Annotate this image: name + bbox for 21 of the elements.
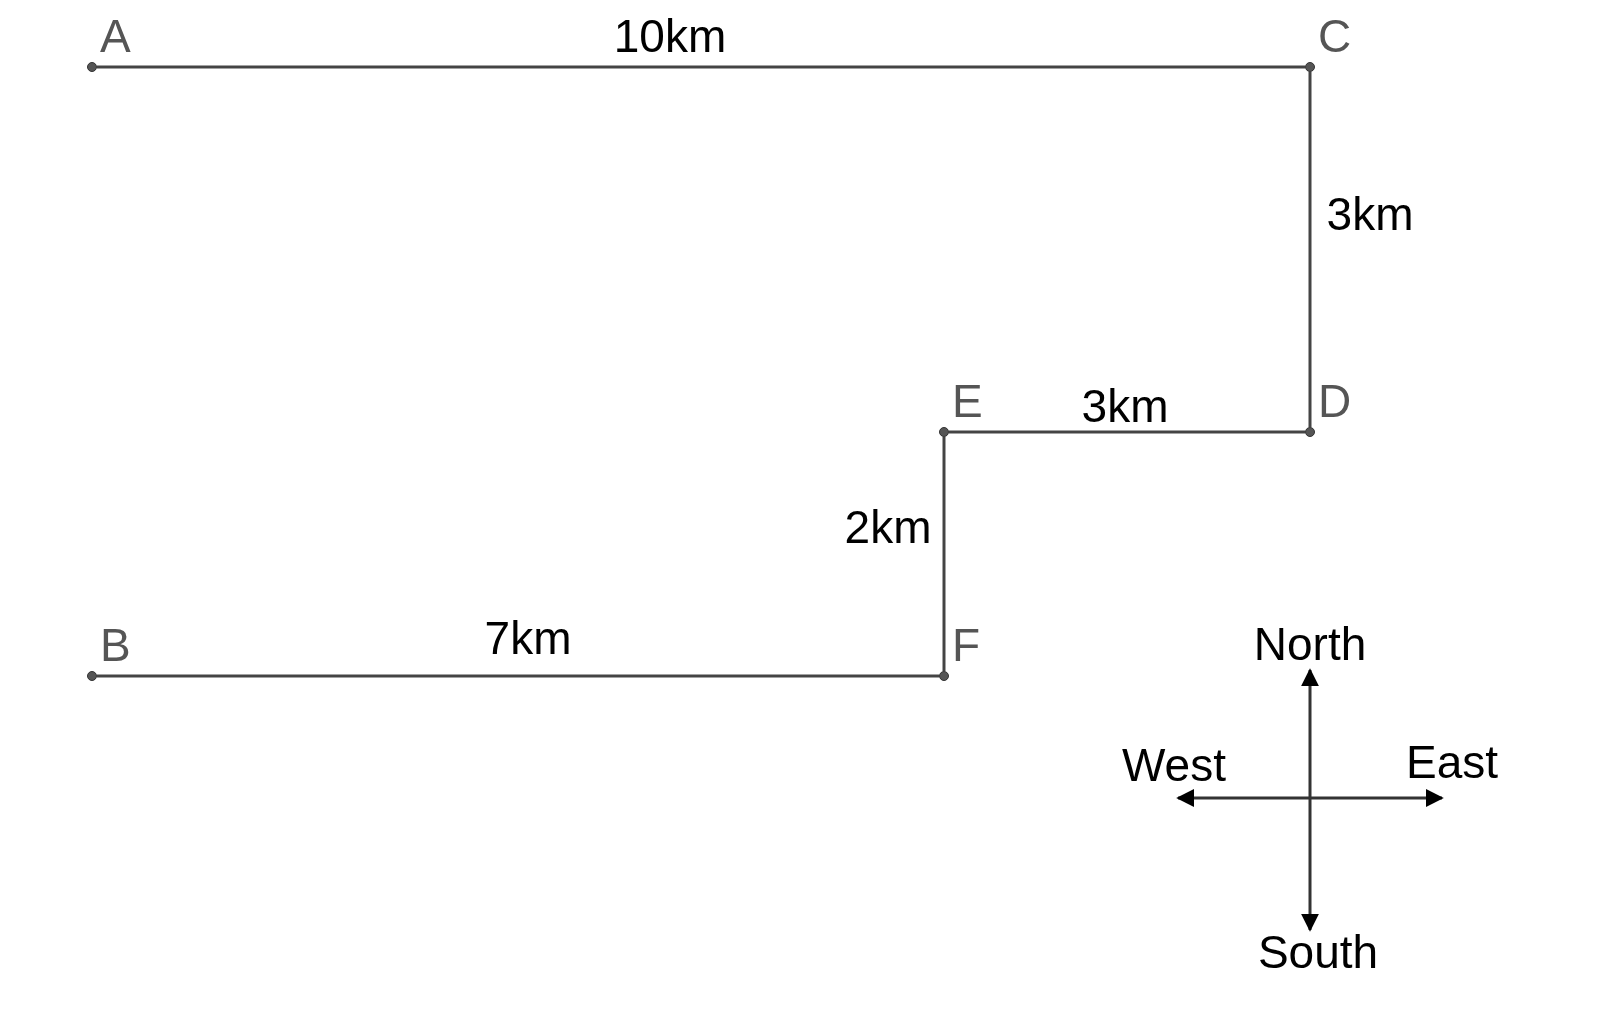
- point-label: C: [1318, 13, 1352, 59]
- route-line: [949, 430, 1305, 434]
- point-dot: [939, 671, 949, 681]
- point-label: F: [952, 622, 981, 668]
- point-label: B: [100, 622, 131, 668]
- route-line: [1308, 72, 1312, 427]
- point-dot: [1305, 427, 1315, 437]
- compass-label: East: [1406, 739, 1498, 785]
- point-label: E: [952, 378, 983, 424]
- route-line: [97, 65, 1305, 69]
- point-dot: [939, 427, 949, 437]
- compass-label: West: [1122, 742, 1226, 788]
- compass-label: South: [1257, 929, 1379, 975]
- point-label: D: [1318, 378, 1352, 424]
- route-line: [942, 437, 946, 671]
- route-line: [97, 674, 939, 678]
- compass-label: North: [1253, 621, 1367, 667]
- point-label: A: [100, 13, 131, 59]
- point-dot: [87, 62, 97, 72]
- point-dot: [1305, 62, 1315, 72]
- point-dot: [87, 671, 97, 681]
